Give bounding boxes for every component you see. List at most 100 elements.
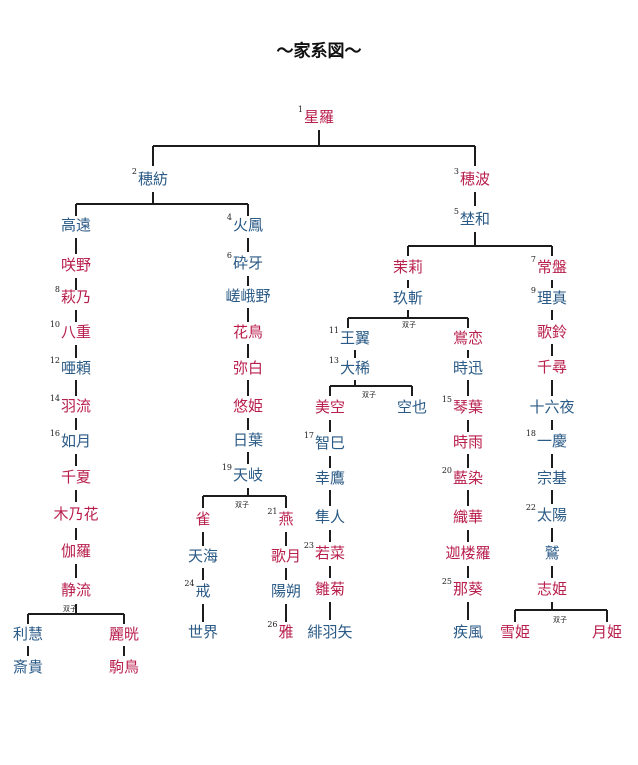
person-name-chinatsu: 千夏 bbox=[61, 468, 91, 486]
person-name-hayate: 疾風 bbox=[453, 623, 483, 641]
person-name-aiyori: 唖頼 bbox=[61, 359, 91, 377]
person-name-karura: 迦楼羅 bbox=[445, 544, 490, 562]
person-name-taiyou: 太陽 bbox=[537, 506, 567, 524]
generation-number-tsubame: 21 bbox=[267, 507, 277, 516]
person-name-shigure: 時雨 bbox=[453, 433, 483, 451]
generation-number-yae: 10 bbox=[50, 320, 60, 329]
person-name-sakuya: 咲野 bbox=[61, 256, 91, 274]
person-name-kotoha: 琴葉 bbox=[453, 398, 483, 416]
generation-number-hagino: 8 bbox=[55, 285, 60, 294]
person-name-karin: 歌鈴 bbox=[537, 323, 567, 341]
person-name-amaki: 天岐 bbox=[233, 466, 263, 484]
twin-label: 双子 bbox=[235, 501, 249, 509]
person-name-misora: 美空 bbox=[315, 398, 345, 416]
person-name-kachou: 花鳥 bbox=[233, 323, 263, 341]
person-name-tsubame: 燕 bbox=[278, 510, 293, 528]
person-name-tokiji: 時迅 bbox=[453, 359, 483, 377]
generation-number-honami: 3 bbox=[454, 167, 459, 176]
generation-number-taiki: 13 bbox=[329, 356, 339, 365]
person-name-aizome: 藍染 bbox=[453, 469, 483, 487]
person-name-hinagiku: 雛菊 bbox=[315, 580, 345, 598]
generation-number-kiwa: 5 bbox=[454, 207, 459, 216]
diagram-title: ～家系図～ bbox=[277, 41, 362, 62]
generation-number-taiyou: 22 bbox=[526, 503, 536, 512]
generation-number-haru: 14 bbox=[50, 394, 60, 403]
generation-number-wakana: 23 bbox=[304, 541, 314, 550]
person-name-rie: 利慧 bbox=[13, 625, 43, 643]
person-name-kyuzan: 玖斬 bbox=[393, 289, 423, 307]
person-name-kouen: 高遠 bbox=[61, 216, 91, 234]
person-name-muneki: 宗基 bbox=[537, 469, 567, 487]
twin-label: 双子 bbox=[553, 616, 567, 624]
twin-labels: 双子 双子 双子 双子 双子 bbox=[63, 321, 567, 624]
person-name-kisaragi: 如月 bbox=[61, 432, 91, 450]
person-name-chihiro: 千尋 bbox=[537, 358, 567, 376]
person-name-ikkei: 一慶 bbox=[537, 432, 567, 450]
person-name-oribana: 織華 bbox=[453, 508, 483, 526]
person-name-sagano: 嵯峨野 bbox=[225, 287, 270, 305]
person-name-taiki: 大稀 bbox=[340, 359, 370, 377]
connector-lines bbox=[27, 130, 608, 656]
person-name-wakana: 若菜 bbox=[315, 544, 345, 562]
person-name-hayato: 隼人 bbox=[315, 508, 345, 526]
twin-label: 双子 bbox=[63, 605, 77, 613]
person-name-tokiwa: 常盤 bbox=[537, 258, 567, 276]
person-name-shizuru: 静流 bbox=[61, 581, 91, 599]
person-name-sekai: 世界 bbox=[188, 623, 218, 641]
generation-number-aiyori: 12 bbox=[50, 356, 60, 365]
generation-number-saiga: 6 bbox=[227, 251, 232, 260]
person-name-reika: 麗晄 bbox=[109, 625, 139, 643]
person-name-koutaka: 幸鷹 bbox=[315, 469, 345, 487]
person-name-hagino: 萩乃 bbox=[61, 288, 91, 306]
person-name-honami_b: 穂紡 bbox=[138, 170, 168, 188]
person-name-izayoi: 十六夜 bbox=[529, 398, 574, 416]
person-name-yayoi: 弥白 bbox=[233, 359, 263, 377]
generation-number-ouyoku: 11 bbox=[329, 326, 339, 335]
person-name-miyabi: 雅 bbox=[278, 623, 293, 641]
person-name-kai: 戒 bbox=[195, 582, 210, 600]
generation-number-kotoha: 15 bbox=[442, 395, 452, 404]
person-name-yukihime: 雪姫 bbox=[500, 623, 530, 641]
person-name-yae: 八重 bbox=[61, 323, 91, 341]
person-name-tomomi: 智巳 bbox=[315, 434, 345, 452]
person-name-honami: 穂波 bbox=[460, 170, 490, 188]
generation-number-aizome: 20 bbox=[442, 466, 452, 475]
person-name-tenkai: 天海 bbox=[188, 547, 218, 565]
person-name-shiki: 志姫 bbox=[537, 580, 567, 598]
person-name-mari: 茉莉 bbox=[393, 258, 423, 276]
person-name-kaho: 火鳳 bbox=[233, 216, 263, 234]
generation-number-amaki: 19 bbox=[222, 463, 232, 472]
person-name-kinoka: 木乃花 bbox=[53, 505, 98, 523]
person-name-ouren: 鴬恋 bbox=[453, 329, 483, 347]
generation-number-tokiwa: 7 bbox=[531, 255, 536, 264]
twin-label: 双子 bbox=[402, 321, 416, 329]
person-name-kagetsu: 歌月 bbox=[271, 547, 301, 565]
person-name-naoki: 斎貴 bbox=[13, 658, 43, 676]
person-name-ouyoku: 王翼 bbox=[340, 329, 370, 347]
generation-number-rishin: 9 bbox=[531, 286, 536, 295]
person-name-haru: 羽流 bbox=[61, 397, 91, 415]
person-name-seira: 星羅 bbox=[304, 108, 334, 126]
generation-number-miyabi: 26 bbox=[267, 620, 277, 629]
person-name-kuuya: 空也 bbox=[397, 398, 427, 416]
person-name-komadori: 駒鳥 bbox=[109, 658, 139, 676]
generation-number-honami_b: 2 bbox=[132, 167, 137, 176]
person-name-suzume: 雀 bbox=[195, 510, 210, 528]
person-name-saiga: 砕牙 bbox=[233, 254, 263, 272]
person-name-washi: 鷲 bbox=[544, 544, 559, 562]
people-nodes: 星羅1 穂紡2 穂波3 高遠 火鳳4 埜和5 咲野 砕牙6 茉莉 常盤7 萩乃8 嵯峨野 玖斬 理真9 八重… bbox=[13, 105, 622, 676]
person-name-kiwa: 埜和 bbox=[460, 210, 490, 228]
generation-number-kaho: 4 bbox=[227, 213, 232, 222]
person-name-rishin: 理真 bbox=[537, 289, 567, 307]
person-name-garan: 伽羅 bbox=[61, 542, 91, 560]
person-name-yuuki: 悠姫 bbox=[233, 397, 263, 415]
generation-number-nadeshiko: 25 bbox=[442, 577, 452, 586]
twin-label: 双子 bbox=[362, 391, 376, 399]
person-name-tsukihime: 月姫 bbox=[592, 623, 622, 641]
generation-number-seira: 1 bbox=[298, 105, 303, 114]
generation-number-kisaragi: 16 bbox=[50, 429, 60, 438]
person-name-hiuya: 緋羽矢 bbox=[307, 623, 352, 641]
person-name-yousaku: 陽朔 bbox=[271, 582, 301, 600]
person-name-nadeshiko: 那葵 bbox=[453, 580, 483, 598]
